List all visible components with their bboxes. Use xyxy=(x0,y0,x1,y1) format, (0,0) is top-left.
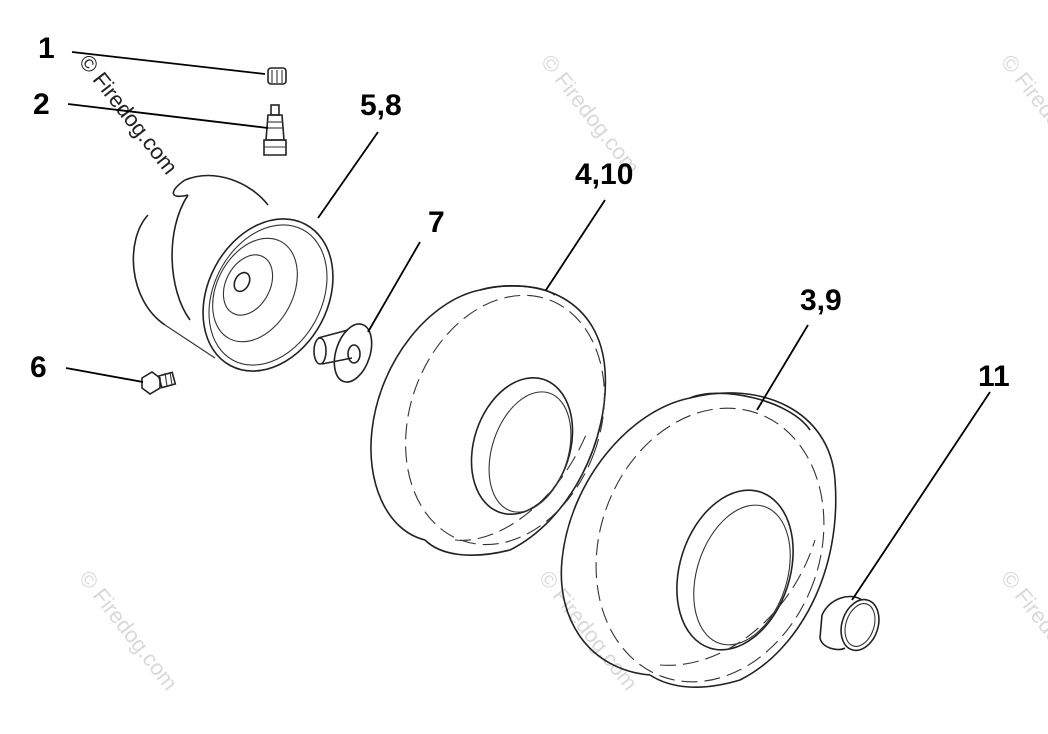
leader-line-1 xyxy=(71,51,266,75)
watermark-text: © Firedog.com xyxy=(534,566,643,695)
watermarks: © Firedog.com © Firedog.com © Firedog.co… xyxy=(74,50,1048,695)
callout-11: 11 xyxy=(978,360,1010,393)
leader-line-5-8 xyxy=(317,131,379,219)
callout-4-10: 4,10 xyxy=(575,158,633,191)
leader-line-6 xyxy=(65,367,144,383)
front-tire xyxy=(370,285,607,556)
grease-fitting xyxy=(141,371,177,395)
wheel-rim xyxy=(132,174,334,372)
leader-line-3-9 xyxy=(756,324,809,411)
leader-line-7 xyxy=(367,241,421,333)
callout-labels: 1 2 5,8 6 7 4,10 3,9 11 xyxy=(30,32,1010,393)
leader-lines xyxy=(65,51,991,601)
callout-3-9: 3,9 xyxy=(800,284,842,317)
rear-tire xyxy=(560,392,837,688)
callout-5-8: 5,8 xyxy=(360,89,402,122)
valve-stem xyxy=(263,104,287,156)
watermark-text: © Firedog.com xyxy=(996,566,1048,695)
hub-cap xyxy=(819,595,880,652)
leader-line-2 xyxy=(67,103,269,129)
leader-line-4-10 xyxy=(545,199,606,291)
watermark-text: © Firedog.com xyxy=(74,50,183,179)
watermark-text: © Firedog.com xyxy=(996,50,1048,179)
callout-1: 1 xyxy=(38,32,55,65)
callout-7: 7 xyxy=(428,206,445,239)
callout-6: 6 xyxy=(30,351,47,384)
valve-cap xyxy=(267,67,287,85)
leader-line-11 xyxy=(851,391,991,601)
callout-2: 2 xyxy=(33,88,50,121)
bushing xyxy=(313,323,373,383)
watermark-text: © Firedog.com xyxy=(74,566,183,695)
